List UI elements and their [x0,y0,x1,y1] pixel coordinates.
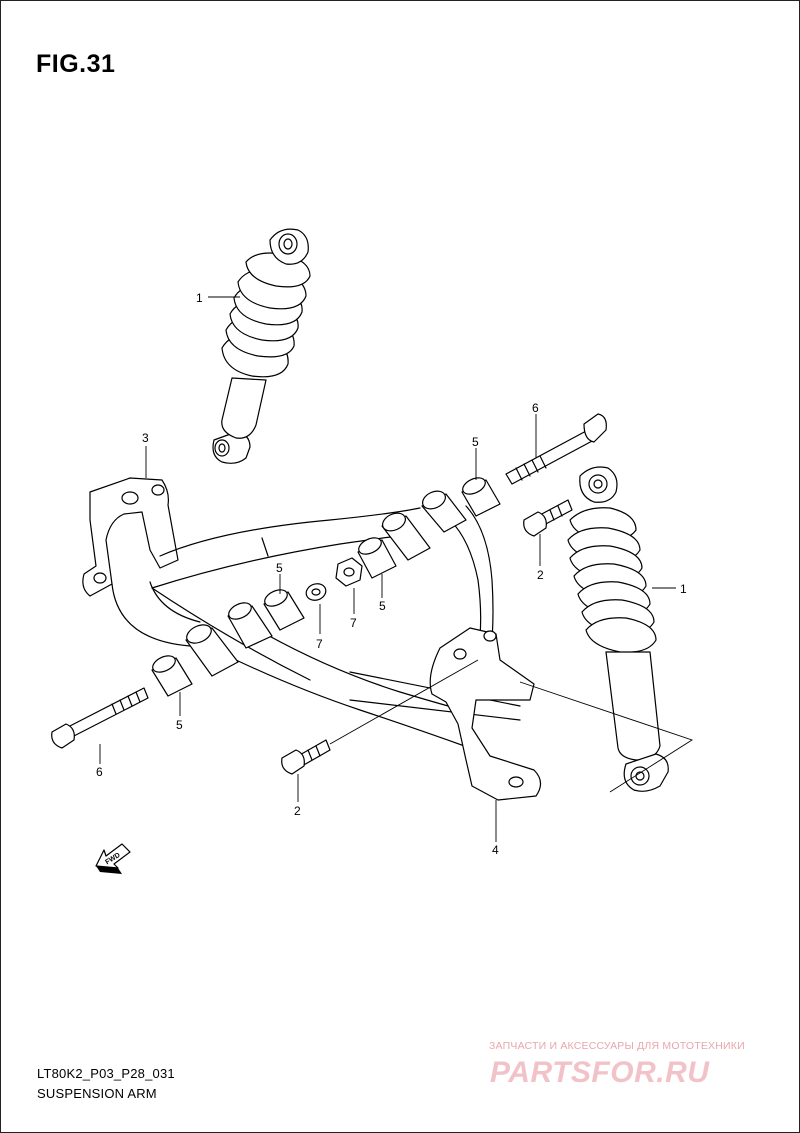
mount-guide-line-right [519,681,694,793]
callout-upper-bracket: 3 [142,431,149,445]
callout-nut: 7 [350,616,357,630]
shock-absorber-upper[interactable] [212,228,311,464]
callout-long-bolt-left: 6 [96,765,103,779]
bolt-right-upper[interactable] [523,499,573,537]
long-bolt-left[interactable] [51,687,149,749]
callout-washer: 7 [316,637,323,651]
forward-arrow-icon: FWD [95,843,131,874]
watermark-tagline: ЗАПЧАСТИ И АКСЕССУАРЫ ДЛЯ МОТОТЕХНИКИ [489,1040,745,1052]
callout-bolt-right-upper: 2 [537,568,544,582]
callout-bushing-mid-right: 5 [379,599,386,613]
lower-bracket[interactable] [429,627,542,801]
watermark-logo: PARTSFOR.RU [490,1056,710,1089]
model-code: LT80K2_P03_P28_031 [37,1066,175,1081]
bushing-mid-right[interactable] [356,535,397,579]
bolt-lower-center[interactable] [281,739,331,775]
callout-bushing-top: 5 [472,435,479,449]
callout-bushing-lower-left: 5 [176,718,183,732]
bushing-top[interactable] [460,475,501,517]
bushing-mid-left[interactable] [262,587,305,631]
long-bolt-top[interactable] [505,413,607,485]
nut[interactable] [335,557,363,587]
callout-bolt-lower-center: 2 [294,804,301,818]
callout-shock-right: 1 [680,582,687,596]
frame-bushing-pivot-upper [381,490,467,561]
section-name: SUSPENSION ARM [37,1086,157,1101]
callout-bushing-mid-left: 5 [276,561,283,575]
callout-long-bolt-top: 6 [532,401,539,415]
frame-bushing-pivot-lower [185,602,273,677]
mount-guide-line-center [329,659,479,745]
callout-lower-bracket: 4 [492,843,499,857]
callout-shock-upper: 1 [196,291,203,305]
figure-title: FIG.31 [36,50,116,78]
leader-lines [99,296,676,842]
bushing-lower-left[interactable] [150,653,193,697]
shock-absorber-right[interactable] [567,466,669,792]
washer[interactable] [304,581,328,603]
